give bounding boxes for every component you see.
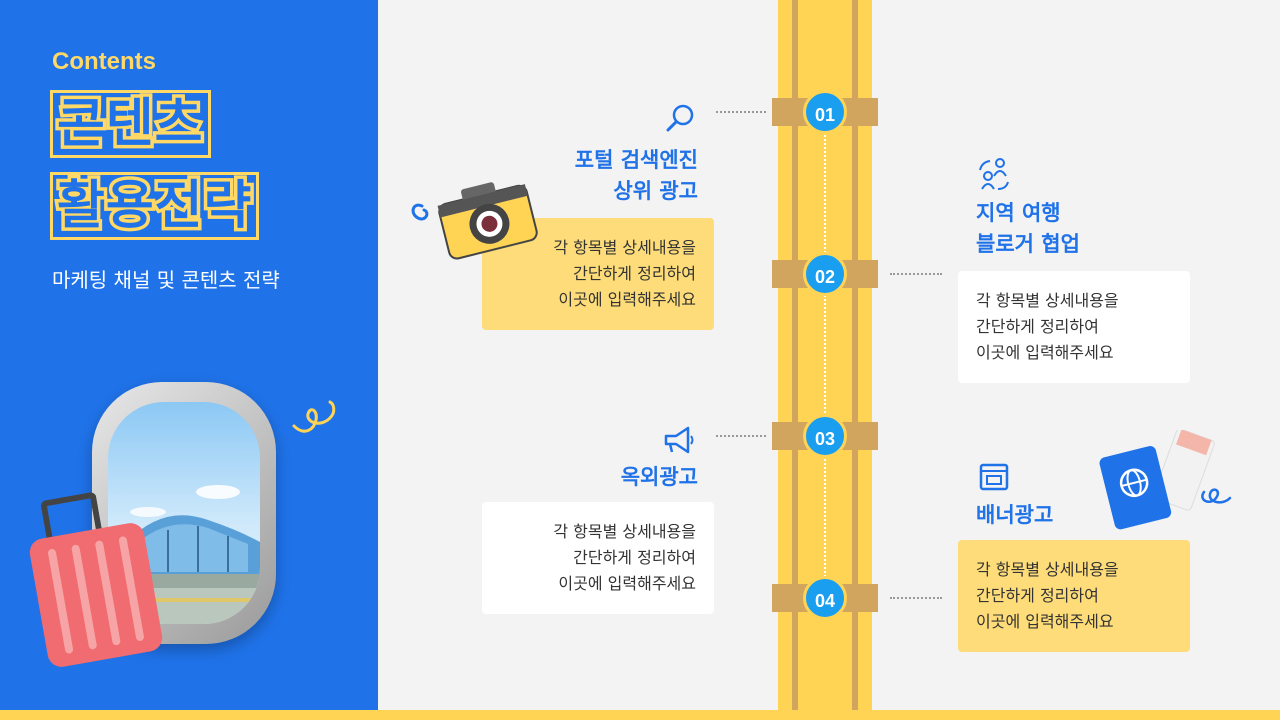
desc-line: 각 항목별 상세내용을: [553, 522, 696, 541]
connector-03: [716, 435, 766, 437]
timeline-node-03: 03: [772, 414, 878, 458]
eyebrow-label: Contents: [52, 48, 156, 75]
step-number: 01: [803, 90, 847, 134]
desc-line: 간단하게 정리하여: [976, 586, 1099, 605]
timeline-node-02: 02: [772, 252, 878, 296]
connector-01: [716, 111, 766, 113]
item-04-heading: 배너광고: [976, 500, 1216, 531]
item-03-heading: 옥외광고: [458, 462, 698, 493]
step-number: 03: [803, 414, 847, 458]
megaphone-icon: [664, 426, 694, 454]
heading-line: 포털 검색엔진: [574, 148, 698, 172]
suitcase-illustration: [27, 520, 165, 670]
timeline-node-04: 04: [772, 576, 878, 620]
squiggle-decoration: [292, 400, 336, 433]
heading-line: 지역 여행: [976, 201, 1061, 225]
bottom-bar: [0, 710, 1280, 720]
left-panel: Contents 콘텐츠 활용전략 마케팅 채널 및 콘텐츠 전략: [0, 0, 378, 720]
item-02-heading: 지역 여행 블로거 협업: [976, 198, 1216, 260]
desc-line: 이곳에 입력해주세요: [976, 612, 1114, 631]
heading-line: 배너광고: [976, 503, 1054, 527]
desc-line: 각 항목별 상세내용을: [553, 238, 696, 257]
passport-ticket-icon: [1099, 430, 1232, 530]
desc-line: 이곳에 입력해주세요: [558, 290, 696, 309]
desc-line: 간단하게 정리하여: [573, 264, 696, 283]
desc-line: 간단하게 정리하여: [573, 548, 696, 567]
connector-04: [890, 597, 942, 599]
timeline-rail-left: [792, 0, 798, 720]
heading-line: 블로거 협업: [976, 232, 1080, 256]
item-02-description-box: 각 항목별 상세내용을 간단하게 정리하여 이곳에 입력해주세요: [958, 271, 1190, 383]
item-01-heading: 포털 검색엔진 상위 광고: [458, 145, 698, 207]
people-exchange-icon: [979, 158, 1009, 190]
desc-line: 각 항목별 상세내용을: [976, 291, 1119, 310]
search-icon: [666, 104, 694, 132]
title-line-1: 콘텐츠: [50, 90, 211, 158]
window-view: [108, 402, 260, 624]
subtitle: 마케팅 채널 및 콘텐츠 전략: [52, 268, 280, 292]
timeline-node-01: 01: [772, 90, 878, 134]
timeline-dotted-line: [824, 100, 826, 620]
connector-02: [890, 273, 942, 275]
item-03-description-box: 각 항목별 상세내용을 간단하게 정리하여 이곳에 입력해주세요: [482, 502, 714, 614]
desc-line: 간단하게 정리하여: [976, 317, 1099, 336]
airplane-window-illustration: [92, 382, 276, 644]
camera-icon: [411, 182, 538, 260]
title-line-2: 활용전략: [50, 172, 260, 240]
desc-line: 각 항목별 상세내용을: [976, 560, 1119, 579]
desc-line: 이곳에 입력해주세요: [976, 343, 1114, 362]
step-number: 04: [803, 576, 847, 620]
heading-line: 옥외광고: [620, 465, 698, 489]
heading-line: 상위 광고: [613, 179, 698, 203]
step-number: 02: [803, 252, 847, 296]
item-04-description-box: 각 항목별 상세내용을 간단하게 정리하여 이곳에 입력해주세요: [958, 540, 1190, 652]
timeline-rail-right: [852, 0, 858, 720]
browser-banner-icon: [979, 463, 1009, 491]
desc-line: 이곳에 입력해주세요: [558, 574, 696, 593]
